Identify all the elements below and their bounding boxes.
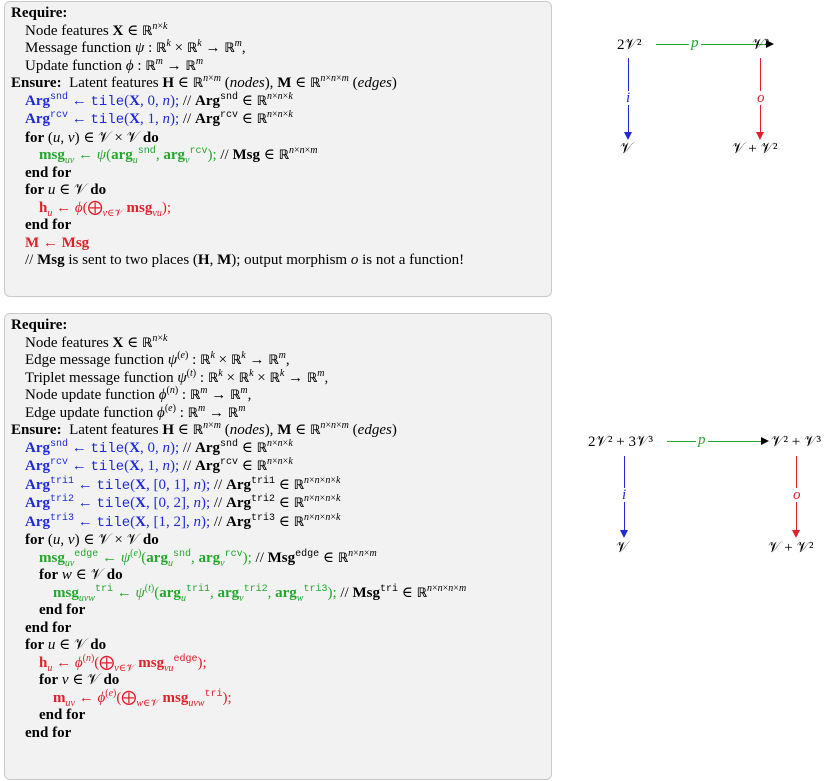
update-function-line: Update function ϕ : ℝm → ℝm [25, 55, 204, 74]
edge-update-function-line: Edge update function ϕ(e) : ℝm → ℝm [25, 402, 246, 421]
arg-rcv-line: Argrcv ← tile(X, 1, n); // Argrcv ∈ ℝn×n… [25, 456, 293, 476]
msg-tri-line: msguvwtri ← ψ(t)(argutri1, argvtri2, arg… [53, 582, 467, 604]
for-edges-line: for (u, v) ∈ 𝒱 × 𝒱 do [25, 532, 159, 548]
msg-edge-line: msguvedge ← ψ(e)(argusnd, argvrcv); // M… [39, 547, 377, 569]
diagram1-arrow-i-label: i [624, 90, 633, 106]
algorithm-1-box: Require: Node features X ∈ ℝn×k Message … [4, 1, 552, 297]
diagram2-top-left: 2𝒱² + 3𝒱³ [588, 434, 653, 450]
diagram1-arrow-p-head [766, 40, 774, 48]
require-line: Require: [11, 317, 68, 333]
diagram1-bottom-right: 𝒱 + 𝒱² [732, 141, 778, 157]
diagram2-arrow-p-line [667, 441, 763, 442]
arg-tri3-line: Argtri3 ← tile(X, [1, 2], n); // Argtri3… [25, 511, 341, 531]
node-features-line: Node features X ∈ ℝn×k [25, 20, 168, 39]
arg-snd-line: Argsnd ← tile(X, 0, n); // Argsnd ∈ ℝn×n… [25, 90, 293, 110]
msg-line: msguv ← ψ(argusnd, argvrcv); // Msg ∈ ℝn… [39, 145, 318, 166]
diagram1-arrow-o-label: o [755, 90, 767, 106]
diagram2-bottom-left: 𝒱 [616, 540, 629, 556]
diagram2-arrow-o-head [792, 530, 800, 538]
commutative-diagram-1: 2𝒱² p 𝒱² i o 𝒱 𝒱 + 𝒱² [600, 30, 800, 160]
diagram2-arrow-p-label: p [696, 432, 708, 448]
m-update-line: muv ← ϕ(e)(⨁w∈𝒱 msguvwtri); [53, 687, 232, 709]
diagram1-arrow-p-label: p [689, 35, 701, 51]
diagram1-bottom-left: 𝒱 [620, 141, 633, 157]
diagram2-top-right: 𝒱² + 𝒱³ [771, 434, 821, 450]
arg-snd-line: Argsnd ← tile(X, 0, n); // Argsnd ∈ ℝn×n… [25, 437, 293, 457]
diagram1-arrow-o-head [756, 132, 764, 140]
for-v-line: for v ∈ 𝒱 do [39, 672, 120, 688]
algorithm-2-box: Require: Node features X ∈ ℝn×k Edge mes… [4, 313, 552, 780]
edge-message-function-line: Edge message function ψ(e) : ℝk × ℝk → ℝ… [25, 350, 290, 369]
for-edges-line: for (u, v) ∈ 𝒱 × 𝒱 do [25, 129, 159, 146]
node-update-function-line: Node update function ϕ(n) : ℝm → ℝm, [25, 385, 252, 404]
diagram2-arrow-o-label: o [791, 487, 803, 503]
commutative-diagram-2: 2𝒱² + 3𝒱³ p 𝒱² + 𝒱³ i o 𝒱 𝒱 + 𝒱² [585, 430, 825, 560]
require-line: Require: [11, 5, 68, 21]
h-update-line: hu ← ϕ(⨁v∈𝒱 msgvu); [39, 199, 172, 219]
diagram2-arrow-i-head [620, 530, 628, 538]
diagram2-arrow-i-label: i [620, 487, 629, 503]
diagram2-arrow-p-head [761, 437, 769, 445]
end-for-line: end for [25, 164, 72, 181]
end-for-line: end for [25, 619, 72, 636]
diagram1-arrow-p-line [656, 44, 768, 45]
node-features-line: Node features X ∈ ℝn×k [25, 332, 168, 351]
end-for-line: end for [39, 707, 86, 723]
ensure-line: Ensure: Latent features H ∈ ℝn×m (nodes)… [11, 420, 397, 439]
comment-line: // Msg is sent to two places (H, M); out… [25, 252, 465, 268]
diagram1-arrow-i-head [624, 132, 632, 140]
end-for-line: end for [39, 602, 86, 618]
for-w-line: for w ∈ 𝒱 do [39, 567, 123, 583]
arg-tri1-line: Argtri1 ← tile(X, [0, 1], n); // Argtri1… [25, 474, 341, 494]
arg-rcv-line: Argrcv ← tile(X, 1, n); // Argrcv ∈ ℝn×n… [25, 109, 293, 129]
m-assign-line: M ← Msg [25, 234, 90, 251]
end-for-line: end for [25, 724, 72, 741]
diagram2-bottom-right: 𝒱 + 𝒱² [768, 540, 814, 556]
ensure-line: Ensure: Latent features H ∈ ℝn×m (nodes)… [11, 73, 397, 92]
diagram1-top-left: 2𝒱² [617, 37, 642, 53]
message-function-line: Message function ψ : ℝk × ℝk → ℝm, [25, 38, 246, 57]
h-update-line: hu ← ϕ(n)(⨁v∈𝒱 msgvuedge); [39, 652, 207, 674]
triplet-message-function-line: Triplet message function ψ(t) : ℝk × ℝk … [25, 367, 329, 386]
arg-tri2-line: Argtri2 ← tile(X, [0, 2], n); // Argtri2… [25, 493, 341, 513]
for-nodes-line: for u ∈ 𝒱 do [25, 182, 107, 198]
end-for-line: end for [25, 217, 72, 233]
diagram1-top-right: 𝒱² [752, 37, 769, 53]
for-nodes-line: for u ∈ 𝒱 do [25, 637, 107, 653]
